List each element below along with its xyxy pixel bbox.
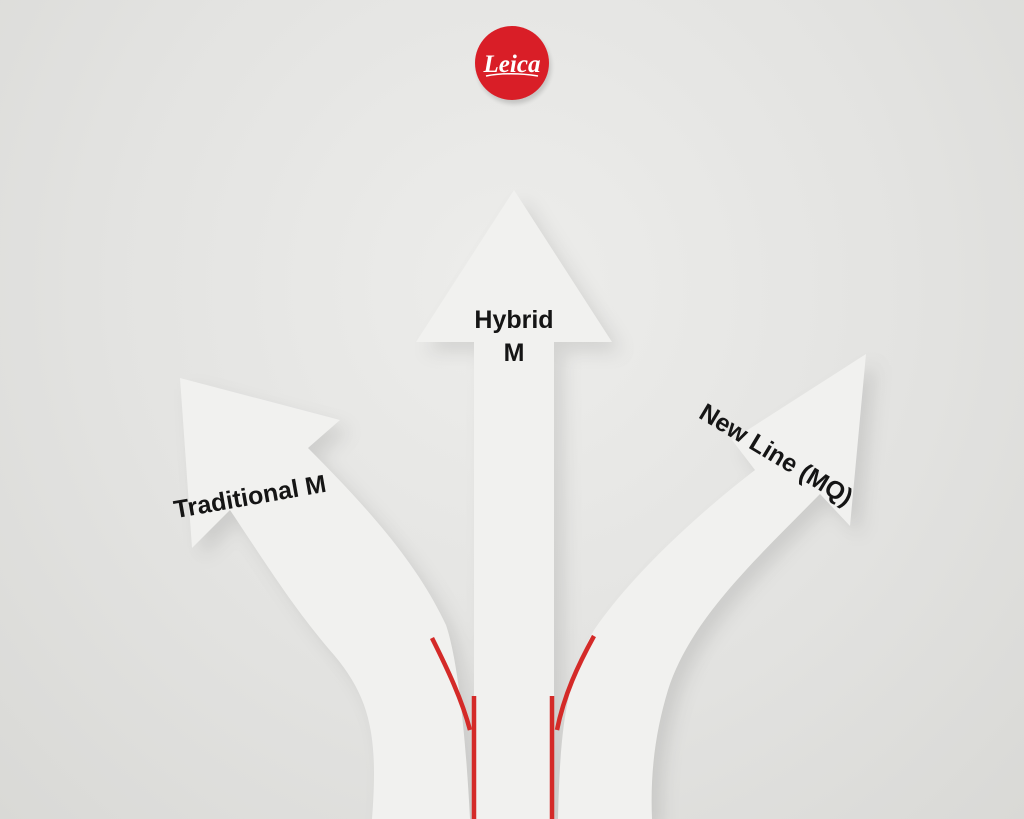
label-hybrid-m: M (504, 339, 525, 367)
accent-line-right-curve (554, 634, 596, 731)
arrow-traditional-m (180, 378, 470, 819)
arrow-new-line-mq (558, 354, 866, 819)
label-hybrid: Hybrid (474, 306, 553, 334)
logo-badge (475, 26, 549, 100)
arrow-hybrid-m (416, 190, 612, 819)
accent-lines (429, 634, 596, 819)
leica-logo: Leica (475, 26, 551, 104)
logo-underline (485, 72, 539, 77)
accent-line-left-curve (429, 636, 473, 731)
